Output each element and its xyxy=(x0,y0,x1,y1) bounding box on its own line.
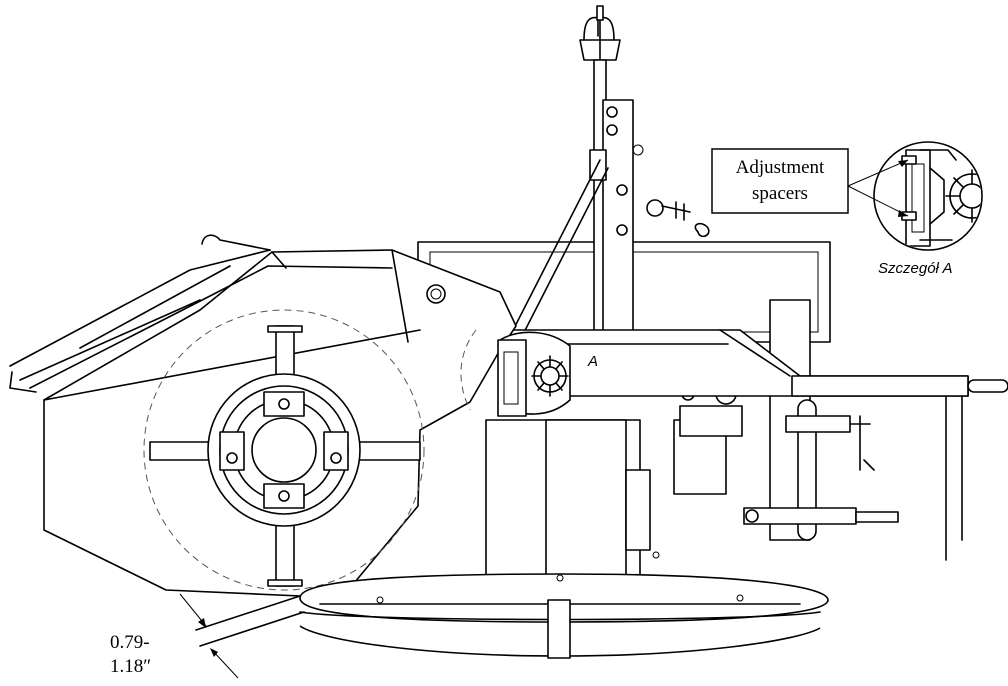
transport-wheel xyxy=(743,399,899,541)
horizontal-arm xyxy=(507,329,1008,561)
clearance-value-line2: 1.18″ xyxy=(110,656,151,677)
detail-a-magnified xyxy=(873,141,983,251)
detail-marker-label: A xyxy=(587,353,598,370)
adjustment-spacers-callout: Adjustment spacers xyxy=(711,148,909,217)
cutting-disc xyxy=(299,573,829,659)
callout-line2: spacers xyxy=(752,183,808,204)
detail-a-inset xyxy=(497,331,571,417)
lift-mast xyxy=(507,5,710,351)
callout-line1: Adjustment xyxy=(736,157,825,178)
rotor-assembly xyxy=(149,325,421,587)
rotor-sweep-circle xyxy=(143,309,425,591)
clearance-measurement xyxy=(179,593,305,679)
clearance-value-line1: 0.79- xyxy=(110,632,150,653)
detail-outline-arc xyxy=(460,329,477,411)
detail-caption: Szczegół A xyxy=(878,260,952,277)
